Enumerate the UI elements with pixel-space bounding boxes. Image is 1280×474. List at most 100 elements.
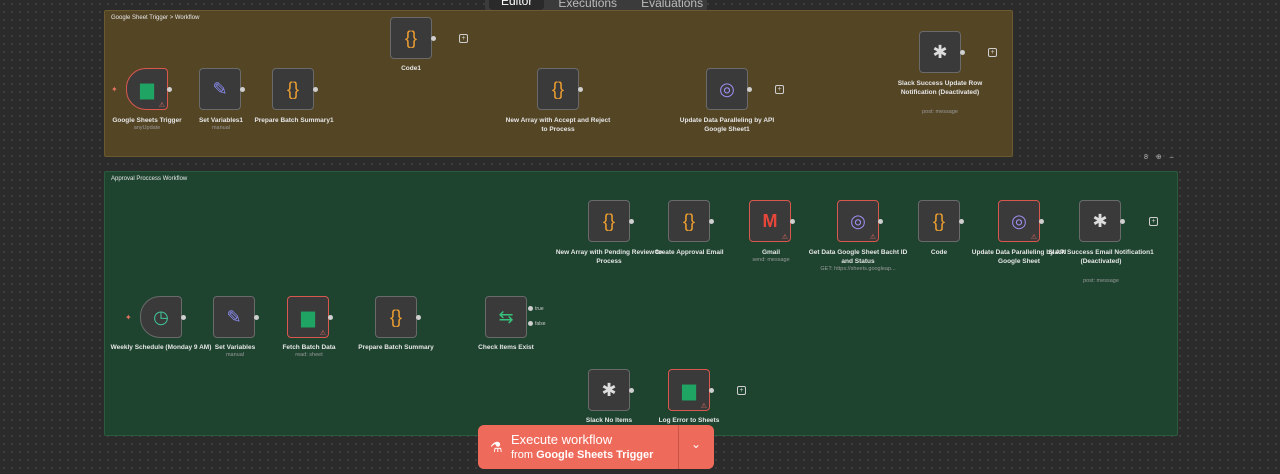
node-update-data-paralleling1[interactable]: ◎ — [706, 68, 748, 110]
node-label: Prepare Batch Summary — [358, 344, 434, 351]
chevron-down-icon[interactable]: ⌄ — [690, 437, 702, 451]
node-code1[interactable]: {} — [390, 17, 432, 59]
tab-evaluations[interactable]: Evaluations — [641, 0, 704, 10]
node-label: Fetch Batch Data — [282, 344, 336, 351]
code-braces-icon: {} — [404, 27, 418, 48]
globe-icon: ◎ — [719, 78, 735, 99]
node-subtitle: post: message — [922, 109, 958, 115]
add-node-button[interactable]: + — [1149, 217, 1158, 226]
node-gmail[interactable]: M ⚠ — [749, 200, 791, 242]
node-google-sheets-trigger[interactable]: ▆ ⚠ — [126, 68, 168, 110]
node-label: Log Error to Sheets — [658, 417, 720, 424]
add-node-button[interactable]: + — [737, 386, 746, 395]
add-node-button[interactable]: + — [775, 85, 784, 94]
node-update-data-paralleling[interactable]: ◎ ⚠ — [998, 200, 1040, 242]
node-subtitle: manual — [211, 125, 231, 131]
group-title: Approval Proccess Workflow — [111, 176, 188, 182]
branch-label-true: true — [535, 306, 544, 312]
node-prepare-batch-summary[interactable]: {} — [375, 296, 417, 338]
output-handle[interactable] — [254, 315, 259, 320]
output-handle[interactable] — [240, 87, 245, 92]
output-handle[interactable] — [431, 36, 436, 41]
node-label: Prepare Batch Summary1 — [254, 117, 334, 124]
warning-icon: ⚠ — [869, 234, 876, 241]
warning-icon: ⚠ — [319, 330, 326, 337]
slack-icon: ✱ — [601, 379, 617, 400]
node-label: Get Data Google Sheet Bacht ID and Statu… — [808, 249, 908, 265]
code-braces-icon: {} — [286, 78, 300, 99]
node-slack-success-email[interactable]: ✱ — [1079, 200, 1121, 242]
code-braces-icon: {} — [551, 78, 565, 99]
tab-executions[interactable]: Executions — [558, 0, 618, 10]
node-set-variables1[interactable]: ✎ — [199, 68, 241, 110]
node-new-array-pending[interactable]: {} — [588, 200, 630, 242]
flask-icon: ⚗ — [490, 439, 503, 455]
node-check-items-exist[interactable]: ⇆ — [485, 296, 527, 338]
node-new-array-accept-reject[interactable]: {} — [537, 68, 579, 110]
output-handle[interactable] — [416, 315, 421, 320]
execute-title: Execute workflow — [511, 432, 613, 447]
tab-editor[interactable]: Editor — [489, 0, 545, 10]
if-branch-icon: ⇆ — [498, 306, 514, 327]
pencil-icon: ✎ — [212, 78, 228, 99]
slack-icon: ✱ — [932, 41, 948, 62]
warning-icon: ⚠ — [158, 102, 165, 109]
node-label: Weekly Schedule (Monday 9 AM) — [110, 344, 212, 351]
execute-workflow-button[interactable]: ⚗ Execute workflow from Google Sheets Tr… — [478, 425, 714, 469]
output-handle[interactable] — [790, 219, 795, 224]
slack-icon: ✱ — [1092, 210, 1108, 231]
node-code[interactable]: {} — [918, 200, 960, 242]
canvas-controls[interactable]: 8 ⊕ – — [1144, 154, 1177, 161]
node-label: New Array with Accept and Reject to Proc… — [505, 117, 611, 133]
trigger-bolt-icon: ✦ — [125, 313, 132, 322]
output-handle[interactable] — [878, 219, 883, 224]
node-get-data-google-sheet[interactable]: ◎ ⚠ — [837, 200, 879, 242]
output-handle[interactable] — [629, 388, 634, 393]
node-subtitle: read: sheet — [295, 352, 323, 358]
warning-icon: ⚠ — [781, 234, 788, 241]
output-handle[interactable] — [1120, 219, 1125, 224]
node-slack-success-update[interactable]: ✱ — [919, 31, 961, 73]
output-handle-false[interactable] — [528, 321, 533, 326]
node-label: New Array with Pending Review to Process — [555, 249, 663, 265]
add-node-button[interactable]: + — [459, 34, 468, 43]
output-handle[interactable] — [167, 87, 172, 92]
node-label: Update Data Paralleling by API Google Sh… — [679, 117, 775, 133]
output-handle[interactable] — [313, 87, 318, 92]
node-label: Update Data Paralleling by API Google Sh… — [971, 249, 1067, 265]
output-handle[interactable] — [709, 388, 714, 393]
node-set-variables[interactable]: ✎ — [213, 296, 255, 338]
node-label: Set Variables — [214, 344, 256, 351]
node-prepare-batch-summary1[interactable]: {} — [272, 68, 314, 110]
node-label: Slack Success Update Row Notification (D… — [897, 80, 983, 96]
output-handle[interactable] — [959, 219, 964, 224]
gmail-icon: M — [762, 210, 778, 231]
node-log-error-to-sheets[interactable]: ▆ ⚠ — [668, 369, 710, 411]
node-subtitle: send: message — [752, 257, 790, 263]
node-label: Set Variables1 — [198, 117, 244, 124]
output-handle[interactable] — [747, 87, 752, 92]
output-handle[interactable] — [328, 315, 333, 320]
google-sheets-icon: ▆ — [682, 379, 696, 400]
node-label: Gmail — [761, 249, 781, 256]
node-create-approval-email[interactable]: {} — [668, 200, 710, 242]
node-label: Check Items Exist — [478, 344, 534, 351]
add-node-button[interactable]: + — [988, 48, 997, 57]
node-subtitle: post: message — [1083, 278, 1119, 284]
output-handle[interactable] — [629, 219, 634, 224]
node-label: Google Sheets Trigger — [112, 117, 182, 124]
output-handle[interactable] — [1039, 219, 1044, 224]
node-label: Code — [930, 249, 948, 256]
code-braces-icon: {} — [682, 210, 696, 231]
node-weekly-schedule[interactable]: ◷ — [140, 296, 182, 338]
output-handle[interactable] — [181, 315, 186, 320]
node-fetch-batch-data[interactable]: ▆ ⚠ — [287, 296, 329, 338]
node-slack-no-items[interactable]: ✱ — [588, 369, 630, 411]
code-braces-icon: {} — [602, 210, 616, 231]
output-handle-true[interactable] — [528, 306, 533, 311]
trigger-bolt-icon: ✦ — [111, 85, 118, 94]
output-handle[interactable] — [578, 87, 583, 92]
node-label: Create Approval Email — [654, 249, 724, 256]
output-handle[interactable] — [709, 219, 714, 224]
output-handle[interactable] — [960, 50, 965, 55]
